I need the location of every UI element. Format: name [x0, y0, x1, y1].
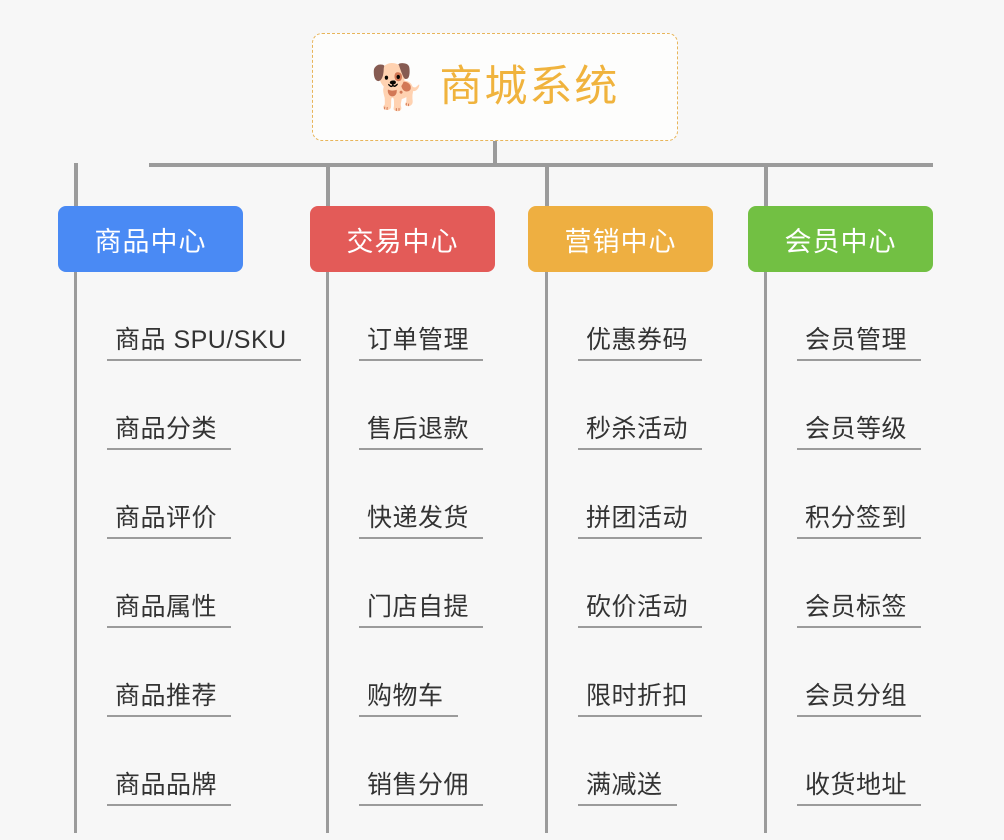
- connector-spine-product-center: [74, 272, 77, 833]
- leaf-item[interactable]: 商品品牌: [74, 717, 301, 806]
- leaf-label: 会员等级: [797, 415, 922, 450]
- leaf-item[interactable]: 满减送: [545, 717, 702, 806]
- connector-root-vertical: [493, 141, 497, 165]
- category-label: 交易中心: [346, 226, 459, 257]
- leaf-item[interactable]: 购物车: [326, 628, 483, 717]
- connector-spine-member-center: [764, 272, 767, 833]
- category-label: 商品中心: [94, 226, 207, 257]
- leaf-item[interactable]: 商品属性: [74, 539, 301, 628]
- root-node[interactable]: 🐕 商城系统: [312, 33, 678, 141]
- leaf-label: 购物车: [359, 682, 458, 717]
- leaf-item[interactable]: 门店自提: [326, 539, 484, 628]
- leaf-label: 商品属性: [107, 593, 232, 628]
- leaf-label: 门店自提: [359, 593, 484, 628]
- leaf-label: 满减送: [578, 771, 677, 806]
- connector-stem-member-center: [764, 163, 768, 206]
- leaf-item[interactable]: 商品 SPU/SKU: [74, 272, 301, 361]
- leaf-item[interactable]: 会员管理: [764, 272, 922, 361]
- leaf-item[interactable]: 商品评价: [74, 450, 301, 539]
- leaf-item[interactable]: 会员标签: [764, 539, 922, 628]
- leaf-item[interactable]: 积分签到: [764, 450, 922, 539]
- leaf-item[interactable]: 售后退款: [326, 361, 484, 450]
- leaf-item[interactable]: 订单管理: [326, 272, 484, 361]
- leaf-label: 快递发货: [359, 504, 484, 539]
- leaf-label: 商品推荐: [107, 682, 232, 717]
- connector-stem-trade-center: [326, 163, 330, 206]
- column-member-center: 会员管理会员等级积分签到会员标签会员分组收货地址: [764, 272, 922, 833]
- leaf-label: 积分签到: [797, 504, 922, 539]
- leaf-list-marketing-center: 优惠券码秒杀活动拼团活动砍价活动限时折扣满减送: [545, 272, 703, 806]
- leaf-item[interactable]: 商品分类: [74, 361, 301, 450]
- leaf-label: 商品评价: [107, 504, 232, 539]
- connector-stem-product-center: [74, 163, 78, 206]
- leaf-label: 优惠券码: [578, 326, 703, 361]
- category-box-member-center[interactable]: 会员中心: [748, 206, 933, 272]
- category-box-trade-center[interactable]: 交易中心: [310, 206, 495, 272]
- shiba-dog-face-icon: 🐕: [370, 63, 426, 112]
- leaf-item[interactable]: 秒杀活动: [545, 361, 703, 450]
- leaf-label: 拼团活动: [578, 504, 703, 539]
- leaf-item[interactable]: 会员等级: [764, 361, 922, 450]
- category-label: 会员中心: [784, 226, 897, 257]
- category-box-product-center[interactable]: 商品中心: [58, 206, 243, 272]
- leaf-item[interactable]: 快递发货: [326, 450, 484, 539]
- leaf-list-trade-center: 订单管理售后退款快递发货门店自提购物车销售分佣: [326, 272, 484, 806]
- leaf-label: 限时折扣: [578, 682, 703, 717]
- connector-spine-trade-center: [326, 272, 329, 833]
- leaf-item[interactable]: 限时折扣: [545, 628, 703, 717]
- leaf-item[interactable]: 收货地址: [764, 717, 922, 806]
- leaf-label: 商品分类: [107, 415, 232, 450]
- leaf-label: 销售分佣: [359, 771, 484, 806]
- leaf-item[interactable]: 拼团活动: [545, 450, 703, 539]
- leaf-item[interactable]: 会员分组: [764, 628, 922, 717]
- category-label: 营销中心: [564, 226, 677, 257]
- root-title: 商城系统: [439, 62, 620, 111]
- leaf-item[interactable]: 优惠券码: [545, 272, 703, 361]
- leaf-label: 收货地址: [797, 771, 922, 806]
- leaf-label: 会员管理: [797, 326, 922, 361]
- leaf-label: 订单管理: [359, 326, 484, 361]
- leaf-label: 秒杀活动: [578, 415, 703, 450]
- connector-stem-marketing-center: [545, 163, 549, 206]
- column-trade-center: 订单管理售后退款快递发货门店自提购物车销售分佣: [326, 272, 484, 833]
- column-marketing-center: 优惠券码秒杀活动拼团活动砍价活动限时折扣满减送: [545, 272, 703, 833]
- leaf-label: 会员标签: [797, 593, 922, 628]
- leaf-label: 会员分组: [797, 682, 922, 717]
- leaf-list-product-center: 商品 SPU/SKU 商品分类商品评价商品属性商品推荐商品品牌: [74, 272, 301, 806]
- connector-spine-marketing-center: [545, 272, 548, 833]
- leaf-label: 商品品牌: [107, 771, 232, 806]
- column-product-center: 商品 SPU/SKU 商品分类商品评价商品属性商品推荐商品品牌: [74, 272, 301, 833]
- leaf-item[interactable]: 销售分佣: [326, 717, 484, 806]
- leaf-item[interactable]: 商品推荐: [74, 628, 301, 717]
- leaf-list-member-center: 会员管理会员等级积分签到会员标签会员分组收货地址: [764, 272, 922, 806]
- leaf-label: 砍价活动: [578, 593, 703, 628]
- leaf-label: 售后退款: [359, 415, 484, 450]
- connector-horizontal-bus: [149, 163, 933, 167]
- leaf-label: 商品 SPU/SKU: [107, 326, 301, 361]
- leaf-item[interactable]: 砍价活动: [545, 539, 703, 628]
- category-box-marketing-center[interactable]: 营销中心: [528, 206, 713, 272]
